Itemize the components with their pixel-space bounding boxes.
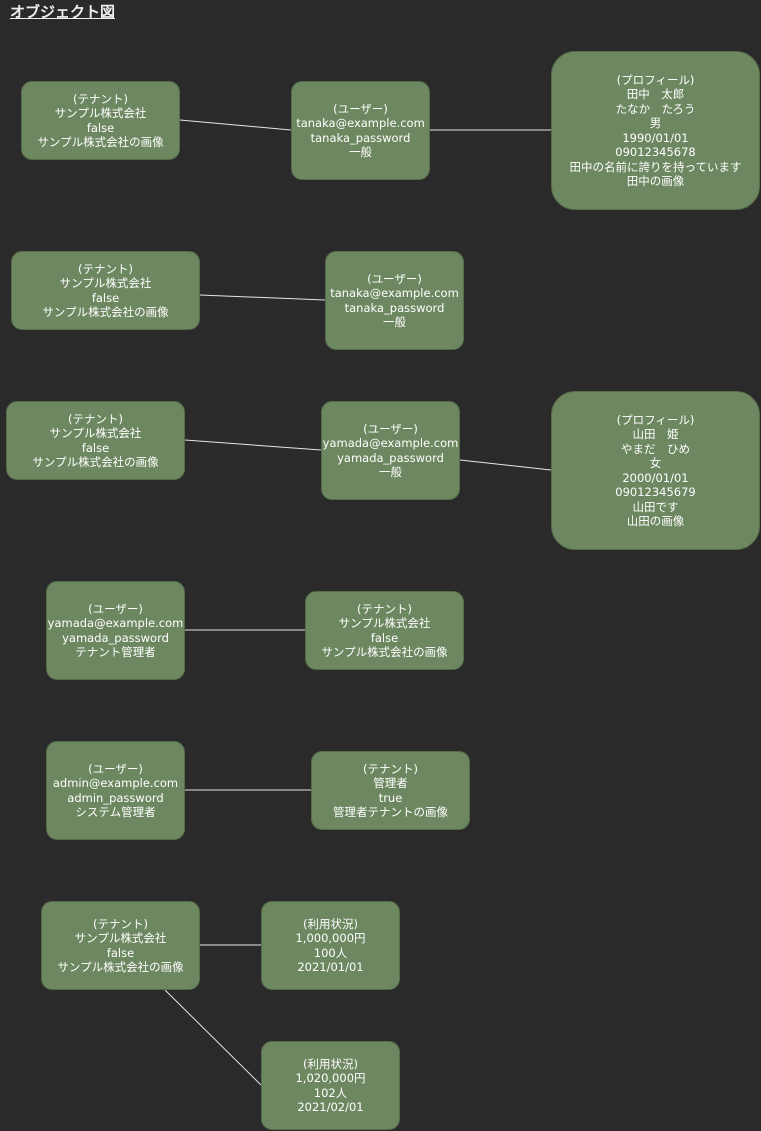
- node-text-line: false: [86, 120, 115, 135]
- node-text-line: 田中の画像: [626, 174, 685, 188]
- node-text-line: 田中 太郎: [626, 87, 685, 101]
- node-text-line: yamada_password: [337, 450, 444, 465]
- node-text-line: 一般: [379, 465, 402, 479]
- node-text-line: tanaka_password: [310, 130, 411, 145]
- node-text-line: 男: [649, 116, 662, 130]
- node-text-line: (ユーザー): [367, 271, 422, 286]
- node-text-line: 山田です: [632, 499, 679, 514]
- node-text-line: サンプル株式会社: [54, 106, 147, 120]
- node-text-line: 100人: [313, 945, 348, 960]
- node-text-line: (利用状況): [303, 916, 358, 931]
- node-text-line: サンプル株式会社: [74, 931, 167, 945]
- node-text-line: 管理者: [373, 776, 408, 790]
- node-text-line: 管理者テナントの画像: [333, 805, 448, 819]
- node-text-line: たなか たろう: [615, 101, 696, 116]
- node-text-line: false: [81, 440, 110, 455]
- node-text-line: (ユーザー): [333, 101, 388, 116]
- node-text-line: サンプル株式会社の画像: [32, 455, 159, 469]
- node-text-line: false: [91, 290, 120, 305]
- node-text-line: 山田の画像: [626, 514, 685, 528]
- node-text-line: tanaka@example.com: [296, 116, 425, 130]
- edge-tenant3-user3: [184, 439, 322, 451]
- node-text-line: (プロフィール): [616, 72, 695, 87]
- node-text-line: (ユーザー): [363, 421, 418, 436]
- node-text-line: サンプル株式会社の画像: [57, 960, 184, 974]
- node-text-line: yamada@example.com: [322, 436, 459, 450]
- edge-user3-profile2: [459, 459, 552, 471]
- node-text-line: 2021/02/01: [297, 1100, 364, 1114]
- node-text-line: 田中の名前に誇りを持っています: [569, 159, 742, 174]
- node-text-line: 09012345679: [615, 485, 696, 499]
- node-text-line: (ユーザー): [88, 601, 143, 616]
- node-text-line: サンプル株式会社の画像: [37, 135, 164, 149]
- node-text-line: システム管理者: [75, 805, 156, 819]
- node-text-line: 1,020,000円: [295, 1071, 366, 1085]
- node-text-line: 2021/01/01: [297, 960, 364, 974]
- node-text-line: 一般: [349, 145, 372, 159]
- node-text-line: サンプル株式会社の画像: [42, 305, 169, 319]
- node-text-line: (テナント): [363, 761, 418, 776]
- node-text-line: 1990/01/01: [622, 130, 689, 145]
- node-text-line: テナント管理者: [75, 645, 156, 659]
- node-text-line: サンプル株式会社: [59, 276, 152, 290]
- edge-tenant1-user1: [179, 119, 292, 131]
- diagram-title: オブジェクト図: [10, 3, 116, 21]
- node-text-line: やまだ ひめ: [621, 441, 690, 456]
- node-text-line: 102人: [313, 1085, 348, 1100]
- node-text-line: (テナント): [357, 601, 412, 616]
- node-text-line: 山田 姫: [632, 427, 679, 441]
- node-text-line: 1,000,000円: [295, 931, 366, 945]
- node-text-line: tanaka_password: [344, 300, 445, 315]
- edge-tenant6-usage2: [164, 989, 262, 1086]
- node-text-line: false: [106, 945, 135, 960]
- node-text-line: true: [378, 790, 403, 805]
- node-text-line: (利用状況): [303, 1056, 358, 1071]
- node-text-line: (テナント): [78, 261, 133, 276]
- node-text-line: tanaka@example.com: [330, 286, 459, 300]
- edge-tenant2-user2: [199, 294, 326, 301]
- node-text-line: yamada@example.com: [47, 616, 184, 630]
- node-text-line: false: [370, 630, 399, 645]
- node-text-line: サンプル株式会社: [49, 426, 142, 440]
- node-text-line: 一般: [383, 315, 406, 329]
- node-text-line: (テナント): [93, 916, 148, 931]
- node-text-line: 女: [649, 456, 662, 470]
- node-text-line: サンプル株式会社: [338, 616, 431, 630]
- node-text-line: 09012345678: [615, 145, 696, 159]
- node-text-line: (テナント): [73, 91, 128, 106]
- node-text-line: yamada_password: [62, 630, 169, 645]
- node-text-line: (ユーザー): [88, 761, 143, 776]
- node-text-line: (プロフィール): [616, 412, 695, 427]
- node-text-line: admin@example.com: [52, 776, 179, 790]
- node-text-line: サンプル株式会社の画像: [321, 645, 448, 659]
- node-text-line: 2000/01/01: [622, 470, 689, 485]
- node-text-line: (テナント): [68, 411, 123, 426]
- node-text-line: admin_password: [67, 790, 164, 805]
